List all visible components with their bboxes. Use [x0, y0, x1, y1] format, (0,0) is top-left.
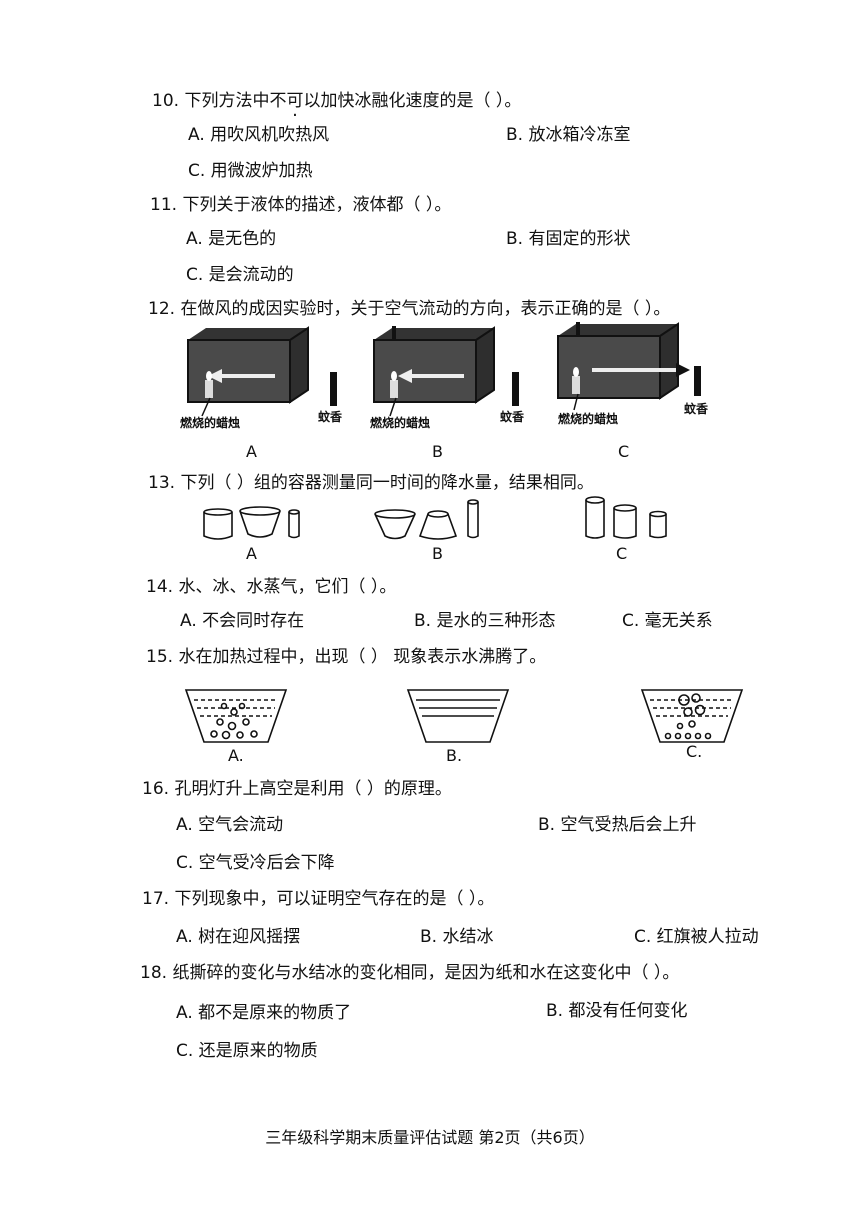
option-c[interactable]: C. 空气受冷后会下降 — [176, 853, 335, 873]
option-a[interactable]: A. 空气会流动 — [176, 815, 284, 835]
figure-label-c: C — [618, 442, 630, 461]
question-number: 18. — [140, 963, 168, 983]
page-footer: 三年级科学期末质量评估试题 第2页（共6页） — [265, 1128, 595, 1147]
question-text: 下列关于液体的描述，液体都（ ）。 — [182, 195, 452, 215]
candle-caption: 燃烧的蜡烛 — [180, 416, 241, 430]
figure-label-a: A — [246, 544, 257, 563]
figure-label-b: B — [432, 544, 443, 563]
option-b[interactable]: B. 水结冰 — [420, 927, 494, 947]
option-c[interactable]: C. 红旗被人拉动 — [634, 927, 759, 947]
option-b[interactable]: B. 放冰箱冷冻室 — [506, 125, 631, 145]
question-12: 12. 在做风的成因实验时，关于空气流动的方向，表示正确的是（ ）。 — [148, 298, 670, 320]
question-text: 水在加热过程中，出现（ ） 现象表示水沸腾了。 — [178, 647, 547, 667]
boiling-beaker-b[interactable] — [406, 684, 510, 746]
question-number: 15. — [146, 647, 174, 667]
wind-experiment-figure-b[interactable] — [366, 326, 546, 436]
question-text: 下列现象中，可以证明空气存在的是（ ）。 — [174, 889, 495, 909]
option-c[interactable]: C. 还是原来的物质 — [176, 1041, 318, 1061]
wind-experiment-figure-c[interactable] — [552, 322, 732, 432]
question-text: 纸撕碎的变化与水结冰的变化相同，是因为纸和水在这变化中（ ）。 — [172, 963, 680, 983]
question-number: 17. — [142, 889, 170, 909]
option-a[interactable]: A. 树在迎风摇摆 — [176, 927, 301, 947]
question-number: 13. — [148, 473, 176, 493]
question-number: 16. — [142, 779, 170, 799]
question-16: 16. 孔明灯升上高空是利用（ ）的原理。 — [142, 778, 452, 800]
wind-experiment-figure-a[interactable] — [180, 326, 360, 436]
incense-caption: 蚊香 — [318, 410, 343, 424]
figure-label-b: B. — [446, 746, 463, 765]
question-text: 下列（ ）组的容器测量同一时间的降水量，结果相同。 — [180, 473, 594, 493]
question-14: 14. 水、冰、水蒸气，它们（ ）。 — [146, 576, 396, 598]
figure-label-a: A. — [228, 746, 244, 765]
option-a[interactable]: A. 用吹风机吹热风 — [188, 125, 330, 145]
question-18: 18. 纸撕碎的变化与水结冰的变化相同，是因为纸和水在这变化中（ ）。 — [140, 962, 679, 984]
candle-caption: 燃烧的蜡烛 — [558, 412, 619, 426]
question-text: 水、冰、水蒸气，它们（ ）。 — [178, 577, 397, 597]
question-text: 在做风的成因实验时，关于空气流动的方向，表示正确的是（ ）。 — [180, 299, 671, 319]
container-group-b[interactable] — [370, 494, 490, 546]
option-b[interactable]: B. 是水的三种形态 — [414, 611, 556, 631]
question-text-after: 加快冰融化速度的是（ ）。 — [320, 91, 522, 111]
option-b[interactable]: B. 都没有任何变化 — [546, 1001, 688, 1021]
question-number: 14. — [146, 577, 174, 597]
figure-label-c: C — [616, 544, 628, 563]
option-a[interactable]: A. 不会同时存在 — [180, 611, 305, 631]
figure-label-c: C. — [686, 742, 703, 761]
question-number: 12. — [148, 299, 176, 319]
question-13: 13. 下列（ ）组的容器测量同一时间的降水量，结果相同。 — [148, 472, 594, 494]
option-c[interactable]: C. 是会流动的 — [186, 265, 294, 285]
question-text: 孔明灯升上高空是利用（ ）的原理。 — [174, 779, 452, 799]
option-a[interactable]: A. 都不是原来的物质了 — [176, 1003, 352, 1023]
question-10: 10. 下列方法中不可以加快冰融化速度的是（ ）。 — [152, 90, 521, 112]
question-number: 11. — [150, 195, 178, 215]
option-c[interactable]: C. 用微波炉加热 — [188, 161, 313, 181]
container-group-a[interactable] — [196, 498, 308, 546]
figure-label-b: B — [432, 442, 443, 461]
figure-label-a: A — [246, 442, 257, 461]
option-b[interactable]: B. 空气受热后会上升 — [538, 815, 697, 835]
boiling-beaker-a[interactable] — [184, 684, 288, 746]
question-text-before: 下列方法中 — [184, 91, 270, 111]
incense-caption: 蚊香 — [500, 410, 525, 424]
candle-caption: 燃烧的蜡烛 — [370, 416, 431, 430]
question-17: 17. 下列现象中，可以证明空气存在的是（ ）。 — [142, 888, 494, 910]
incense-caption: 蚊香 — [684, 402, 709, 416]
option-a[interactable]: A. 是无色的 — [186, 229, 277, 249]
container-group-c[interactable] — [580, 492, 676, 546]
question-15: 15. 水在加热过程中，出现（ ） 现象表示水沸腾了。 — [146, 646, 546, 668]
question-number: 10. — [152, 91, 180, 111]
option-c[interactable]: C. 毫无关系 — [622, 611, 713, 631]
boiling-beaker-c[interactable] — [640, 684, 744, 746]
question-11: 11. 下列关于液体的描述，液体都（ ）。 — [150, 194, 451, 216]
question-emphasis: 不可以 — [269, 91, 320, 111]
option-b[interactable]: B. 有固定的形状 — [506, 229, 631, 249]
